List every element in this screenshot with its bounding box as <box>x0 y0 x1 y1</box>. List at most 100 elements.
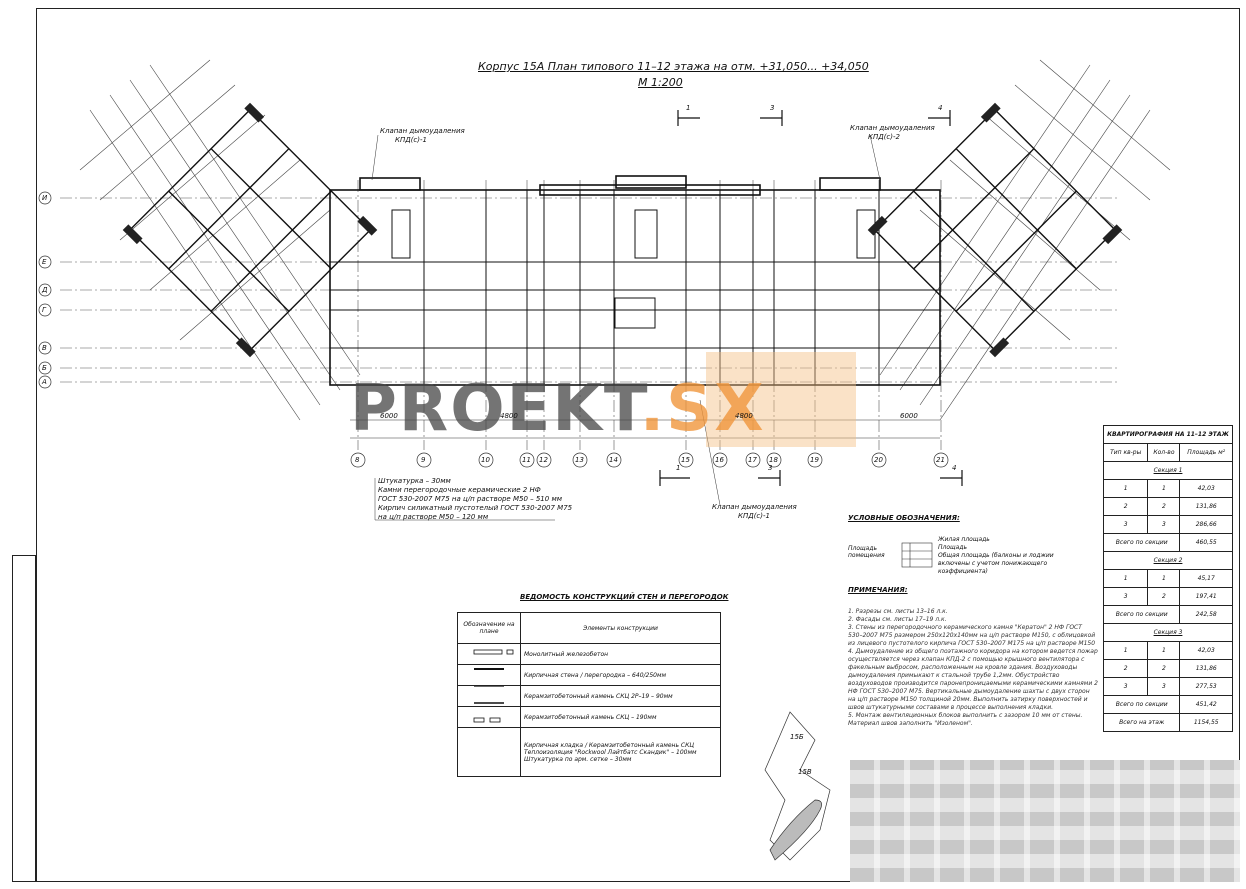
table-cell: 460,55 <box>1179 533 1233 552</box>
axis-label: 19 <box>810 456 819 464</box>
legend-heading: УСЛОВНЫЕ ОБОЗНАЧЕНИЯ: <box>848 514 960 522</box>
dimension: 4800 <box>735 412 753 420</box>
table-row: Секция 2 <box>1103 551 1233 570</box>
table-cell: 1 <box>1147 479 1181 498</box>
smoke-valve-label-2: Клапан дымоудаления <box>850 124 935 132</box>
axis-label: И <box>42 194 48 202</box>
table-cell: 1154,55 <box>1179 713 1233 732</box>
table-cell: 2 <box>1102 497 1149 516</box>
table-cell: 3 <box>1147 677 1181 696</box>
table-cell: 1 <box>1147 569 1181 588</box>
note-item: 5. Монтаж вентиляционных блоков выполнит… <box>848 712 1083 727</box>
axis-label: 17 <box>748 456 757 464</box>
table-cell: 242,58 <box>1179 605 1233 624</box>
table-cell: 1 <box>1102 569 1149 588</box>
table-header: Обозначение на плане <box>457 612 521 644</box>
wall-note: Камни перегородочные керамические 2 НФ <box>378 486 541 494</box>
symbol-cell <box>457 706 521 728</box>
table-row: Кирпичная стена / перегородка – 640/250м… <box>457 664 721 686</box>
table-cell: 1 <box>1102 641 1149 660</box>
wall-note: Штукатурка – 30мм <box>378 477 451 485</box>
legend-item: Жилая площадь <box>938 536 990 543</box>
watermark-box <box>706 352 856 447</box>
dimension: 6000 <box>900 412 918 420</box>
section-mark: 4 <box>938 104 943 112</box>
apartments-table: КВАРТИРОГРАФИЯ НА 11–12 ЭТАЖ Тип кв-ры К… <box>1102 425 1233 732</box>
notes-list: 1. Разрезы см. листы 13–16 л.к. 2. Фасад… <box>848 608 1098 728</box>
axis-label: 20 <box>874 456 883 464</box>
table-row: Керамзитобетонный камень СКЦ 2Р–19 – 90м… <box>457 685 721 707</box>
axis-label: Д <box>42 286 48 294</box>
table-cell: 3 <box>1102 515 1149 534</box>
legend-item: Площадь <box>938 544 968 551</box>
table-row: Керамзитобетонный камень СКЦ – 190мм <box>457 706 721 728</box>
legend-item: включены с учетом понижающего <box>938 560 1048 567</box>
drawing-scale: М 1:200 <box>638 76 683 89</box>
symbol-cell <box>457 685 521 707</box>
legend-item: коэффициента) <box>938 568 988 575</box>
table-cell: 197,41 <box>1179 587 1233 606</box>
smoke-valve-code-1: КПД(с)-1 <box>395 136 427 144</box>
axis-label: 16 <box>715 456 724 464</box>
symbol-cell <box>457 643 521 665</box>
dimension: 4800 <box>500 412 518 420</box>
table-cell: 131,86 <box>1179 497 1233 516</box>
note-item: 1. Разрезы см. листы 13–16 л.к. <box>848 608 948 615</box>
symbol-cell <box>457 664 521 686</box>
table-cell: 42,03 <box>1179 479 1233 498</box>
note-item: 4. Дымоудаление из общего поэтажного кор… <box>848 648 1098 711</box>
legend-left: Площадь <box>848 545 878 552</box>
table-cell: Кирпичная кладка / Керамзитобетонный кам… <box>520 727 721 777</box>
axis-label: 18 <box>769 456 778 464</box>
axis-label: 15 <box>681 456 690 464</box>
section-mark: 3 <box>770 104 775 112</box>
note-item: 3. Стены из перегородочного керамическог… <box>848 624 1096 647</box>
table-cell: 3 <box>1147 515 1181 534</box>
notes-heading: ПРИМЕЧАНИЯ: <box>848 586 908 594</box>
table-row: Секция 1 <box>1103 461 1233 480</box>
smoke-valve-code-2: КПД(с)-2 <box>868 133 900 141</box>
axis-label: 10 <box>481 456 490 464</box>
axis-label: Е <box>42 258 47 266</box>
table-cell: Всего по секции <box>1102 533 1181 552</box>
table-cell: 2 <box>1147 587 1181 606</box>
axis-label: 21 <box>936 456 945 464</box>
note-item: 2. Фасады см. листы 17–19 л.к. <box>848 616 947 623</box>
structures-table: Обозначение на плане Элементы конструкци… <box>457 612 721 777</box>
table-row: Кирпичная кладка / Керамзитобетонный кам… <box>457 727 721 777</box>
section-mark: 1 <box>686 104 691 112</box>
section-heading: Секция 3 <box>1103 623 1233 642</box>
axis-label: 14 <box>609 456 618 464</box>
table-cell: Керамзитобетонный камень СКЦ – 190мм <box>520 706 721 728</box>
table-title: КВАРТИРОГРАФИЯ НА 11–12 ЭТАЖ <box>1103 425 1233 444</box>
side-stamp <box>12 555 36 882</box>
table-cell: Всего по секции <box>1102 605 1181 624</box>
section-heading: Секция 1 <box>1103 461 1233 480</box>
keyplan-label: 15Б <box>790 733 804 741</box>
table-cell: 277,53 <box>1179 677 1233 696</box>
smoke-valve-code-3: КПД(с)-1 <box>738 512 770 520</box>
dimension: 6000 <box>380 412 398 420</box>
smoke-valve-label-1: Клапан дымоудаления <box>380 127 465 135</box>
sheet-frame <box>36 8 1240 882</box>
axis-label: 13 <box>575 456 584 464</box>
table-cell: 286,66 <box>1179 515 1233 534</box>
table-header: Кол-во <box>1147 443 1181 462</box>
table-row: Обозначение на плане Элементы конструкци… <box>457 612 721 644</box>
axis-label: 8 <box>355 456 360 464</box>
table-cell: 1 <box>1147 641 1181 660</box>
drawing-title: Корпус 15А План типового 11–12 этажа на … <box>478 60 869 73</box>
wall-note: на ц/п растворе М50 – 120 мм <box>378 513 489 521</box>
table-cell: 3 <box>1102 587 1149 606</box>
table-cell: 42,03 <box>1179 641 1233 660</box>
axis-label: В <box>42 344 47 352</box>
left-wing-grid <box>79 59 361 421</box>
